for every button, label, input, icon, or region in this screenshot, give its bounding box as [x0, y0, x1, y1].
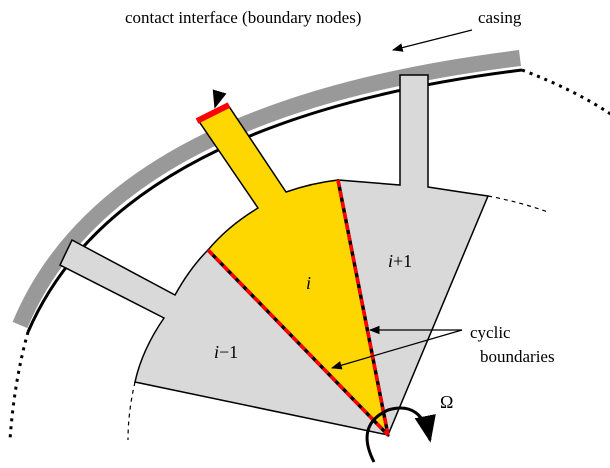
sector-i-minus-1-offset: −1 — [219, 342, 238, 362]
sector-i-plus-1-offset: +1 — [393, 251, 412, 271]
hub-arc-dashed-left — [127, 381, 136, 441]
cyclic-boundary-right — [336, 179, 390, 436]
casing-dotted-left — [8, 331, 30, 441]
cyclic-label-line1: cyclic — [470, 323, 511, 342]
sector-i-minus-1-label: i−1 — [214, 342, 238, 362]
contact-interface-arrow — [212, 29, 239, 109]
sector-i-minus-1-var: i — [214, 342, 219, 362]
cyclic-label-line2: boundaries — [480, 347, 555, 366]
cyclic-arrow-left — [330, 329, 463, 370]
cyclic-boundary-left — [206, 248, 390, 437]
rotation-arrow-icon — [365, 406, 436, 463]
sector-i-plus-1-label: i+1 — [388, 251, 412, 271]
sector-i-plus-1 — [337, 74, 490, 438]
sector-i-minus-1 — [59, 238, 391, 437]
omega-label: Ω — [440, 392, 453, 412]
sector-i-plus-1-var: i — [388, 251, 393, 271]
hub-arc-dashed-right — [487, 195, 549, 213]
casing-dotted-right — [521, 68, 610, 116]
casing-arrow — [391, 29, 473, 52]
contact-interface-label: contact interface (boundary nodes) — [125, 8, 361, 27]
sector-i-label: i — [306, 273, 311, 293]
casing-label: casing — [478, 8, 522, 27]
